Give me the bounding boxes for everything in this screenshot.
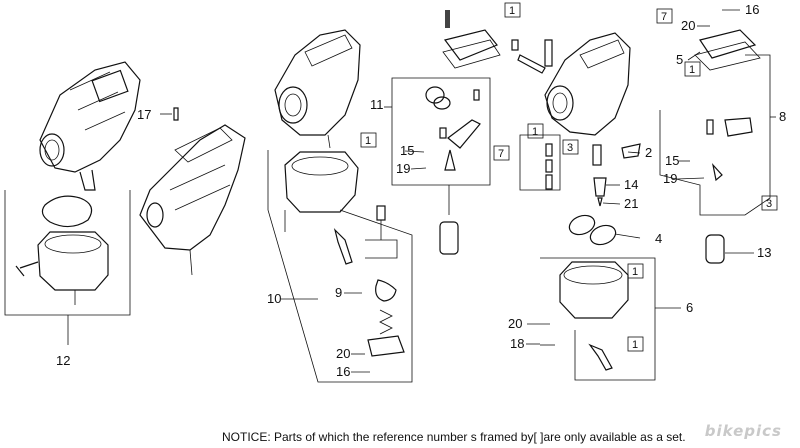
label-15-right: 15	[665, 153, 679, 168]
label-19-right: 19	[663, 171, 677, 186]
label-19-center: 19	[396, 161, 410, 176]
boxed-label-1-jets: 1	[532, 126, 538, 138]
leader-lines	[281, 9, 776, 373]
carburetor-body-right	[544, 32, 631, 136]
float-pair	[568, 214, 641, 246]
label-12: 12	[56, 353, 70, 368]
jet-stack-right	[592, 144, 607, 207]
label-20-top: 20	[681, 18, 695, 33]
part-2	[621, 143, 641, 159]
label-16-center: 16	[336, 364, 350, 379]
carburetor-body-middle	[139, 124, 246, 276]
main-jet-set	[519, 134, 561, 191]
float-bowl	[37, 231, 109, 291]
float-chamber-center	[284, 151, 359, 265]
float-bowl-assembly-left	[4, 61, 141, 345]
label-11: 11	[370, 97, 384, 112]
boxed-callouts: 1 7 1 7 1 3 1 3 1 1	[360, 2, 778, 352]
label-8: 8	[779, 109, 786, 124]
boxed-label-1-top: 1	[509, 5, 515, 17]
jet-stack-center	[365, 205, 405, 357]
bowl-gasket	[41, 195, 93, 228]
label-2: 2	[645, 145, 652, 160]
carburetor-body-left	[39, 61, 141, 191]
needle-valve-right	[705, 117, 753, 264]
label-16-top: 16	[745, 2, 759, 17]
label-6: 6	[686, 300, 693, 315]
boxed-label-3: 3	[567, 142, 573, 154]
label-14: 14	[624, 177, 638, 192]
label-9: 9	[335, 285, 342, 300]
boxed-label-1-bowl: 1	[632, 266, 638, 278]
screw-17	[160, 107, 179, 121]
label-13: 13	[757, 245, 771, 260]
carburetor-body-center	[274, 29, 361, 149]
label-20-center: 20	[336, 346, 350, 361]
label-18: 18	[510, 336, 524, 351]
label-17: 17	[137, 107, 151, 122]
cover-gasket-right	[694, 29, 761, 71]
boxed-label-1-bottom: 1	[632, 339, 638, 351]
boxed-label-7-top: 7	[661, 11, 667, 23]
label-5: 5	[676, 52, 683, 67]
label-4: 4	[655, 231, 662, 246]
label-10: 10	[267, 291, 281, 306]
label-20-right: 20	[508, 316, 522, 331]
label-21: 21	[624, 196, 638, 211]
boxed-label-3-right: 3	[766, 198, 772, 210]
boxed-label-1-center: 1	[365, 135, 371, 147]
label-15-center: 15	[400, 143, 414, 158]
needle-jet-holder	[425, 86, 481, 255]
notice-text: NOTICE: Parts of which the reference num…	[222, 430, 686, 444]
callout-labels: 12 17 10 9 20 16 11 15 19 2 14 21 4 6 20…	[56, 2, 786, 379]
watermark-logo: bikepics	[704, 422, 782, 440]
boxed-label-7-center: 7	[498, 148, 504, 160]
diaphragm-cover-top	[442, 10, 553, 74]
float-bowl-right	[540, 261, 629, 371]
boxed-label-1-right: 1	[689, 64, 695, 76]
